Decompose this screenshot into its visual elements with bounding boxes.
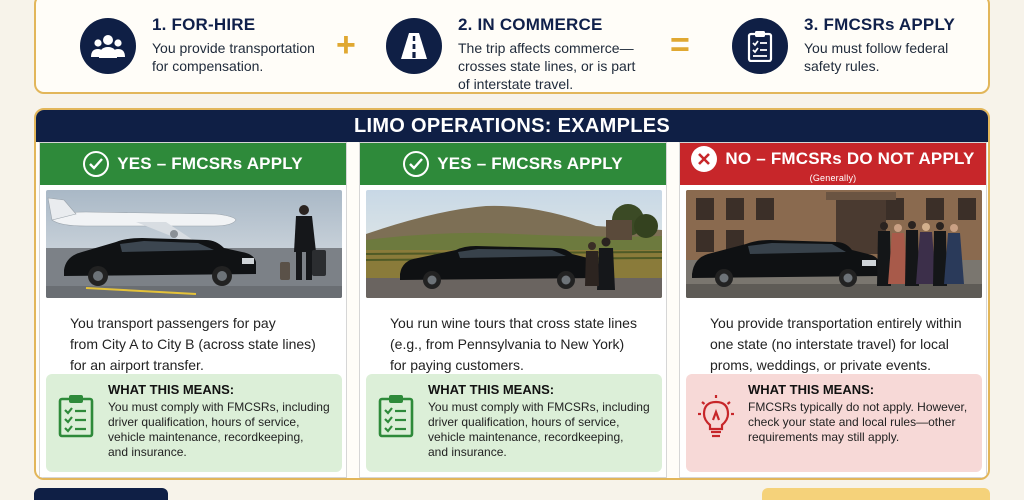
means-line: vehicle maintenance, recordkeeping,: [428, 430, 624, 444]
what-this-means-box: WHAT THIS MEANS: You must comply with FM…: [366, 374, 662, 472]
step-desc-line: You provide transportation: [152, 40, 315, 56]
means-line: and insurance.: [108, 445, 187, 459]
means-line: FMCSRs typically do not apply. However,: [748, 400, 968, 414]
status-banner-yes: YES – FMCSRs APPLY: [360, 143, 666, 185]
example-card-wine-tours: YES – FMCSRs APPLY: [359, 142, 667, 478]
example-desc-line: You run wine tours that cross state line…: [390, 315, 637, 331]
what-this-means-box: WHAT THIS MEANS: FMCSRs typically do not…: [686, 374, 982, 472]
status-label: YES – FMCSRs APPLY: [437, 154, 623, 173]
step-for-hire: 1. FOR-HIRE You provide transportation f…: [80, 14, 315, 75]
clipboard-checklist-icon: [732, 18, 788, 74]
means-line: driver qualification, hours of service,: [428, 415, 620, 429]
status-label: YES – FMCSRs APPLY: [117, 154, 303, 173]
limo-examples-panel: LIMO OPERATIONS: EXAMPLES YES – FMCSRs A…: [34, 108, 990, 480]
plus-operator: +: [336, 26, 356, 64]
step-title: 1. FOR-HIRE: [152, 15, 256, 34]
step-fmcsrs-apply: 3. FMCSRs APPLY You must follow federal …: [732, 14, 955, 75]
equals-operator: =: [670, 26, 690, 64]
example-desc-line: one state (no interstate travel) for loc…: [710, 336, 949, 352]
means-line: You must comply with FMCSRs, including: [108, 400, 330, 414]
what-this-means-box: WHAT THIS MEANS: You must comply with FM…: [46, 374, 342, 472]
step-desc-line: of interstate travel.: [458, 76, 574, 92]
step-desc-line: The trip affects commerce—: [458, 40, 634, 56]
example-desc-line: You provide transportation entirely with…: [710, 315, 962, 331]
means-line: driver qualification, hours of service,: [108, 415, 300, 429]
example-desc-line: from City A to City B (across state line…: [70, 336, 316, 352]
means-title: WHAT THIS MEANS:: [108, 382, 235, 397]
means-line: requirements may still apply.: [748, 430, 900, 444]
lightbulb-icon: [698, 394, 734, 443]
vineyard-limo-photo: [366, 190, 662, 298]
example-desc-line: proms, weddings, or private events.: [710, 357, 931, 373]
means-line: and insurance.: [428, 445, 507, 459]
means-line: vehicle maintenance, recordkeeping,: [108, 430, 304, 444]
next-section-tab: [762, 488, 990, 500]
x-circle-icon: [691, 145, 718, 172]
means-line: check your state and local rules—other: [748, 415, 956, 429]
step-desc-line: for compensation.: [152, 58, 264, 74]
status-sublabel: (Generally): [809, 172, 857, 183]
means-line: You must comply with FMCSRs, including: [428, 400, 650, 414]
step-desc-line: crosses state lines, or is part: [458, 58, 636, 74]
road-icon: [386, 18, 442, 74]
example-desc-line: for an airport transfer.: [70, 357, 204, 373]
means-title: WHAT THIS MEANS:: [748, 382, 875, 397]
status-label: NO – FMCSRs DO NOT APPLY: [725, 148, 975, 168]
example-card-airport: YES – FMCSRs APPLY: [39, 142, 347, 478]
people-group-icon: [80, 18, 136, 74]
definition-equation-strip: 1. FOR-HIRE You provide transportation f…: [34, 0, 990, 94]
example-desc-line: You transport passengers for pay: [70, 315, 276, 331]
example-desc-line: for paying customers.: [390, 357, 524, 373]
clipboard-checklist-icon: [378, 394, 414, 443]
check-circle-icon: [403, 151, 430, 177]
event-limo-photo: [686, 190, 982, 298]
step-in-commerce: 2. IN COMMERCE The trip affects commerce…: [386, 14, 635, 93]
status-banner-no: NO – FMCSRs DO NOT APPLY (Generally): [680, 143, 986, 185]
example-desc-line: (e.g., from Pennsylvania to New York): [390, 336, 625, 352]
step-title: 3. FMCSRs APPLY: [804, 15, 956, 34]
example-card-local-events: NO – FMCSRs DO NOT APPLY (Generally): [679, 142, 987, 478]
means-title: WHAT THIS MEANS:: [428, 382, 555, 397]
step-desc-line: You must follow federal: [804, 40, 949, 56]
check-circle-icon: [83, 151, 110, 177]
panel-heading: LIMO OPERATIONS: EXAMPLES: [36, 110, 988, 142]
clipboard-checklist-icon: [58, 394, 94, 443]
status-banner-yes: YES – FMCSRs APPLY: [40, 143, 346, 185]
step-desc-line: safety rules.: [804, 58, 880, 74]
step-title: 2. IN COMMERCE: [458, 15, 603, 34]
next-section-tab: [34, 488, 168, 500]
airport-limo-photo: [46, 190, 342, 298]
